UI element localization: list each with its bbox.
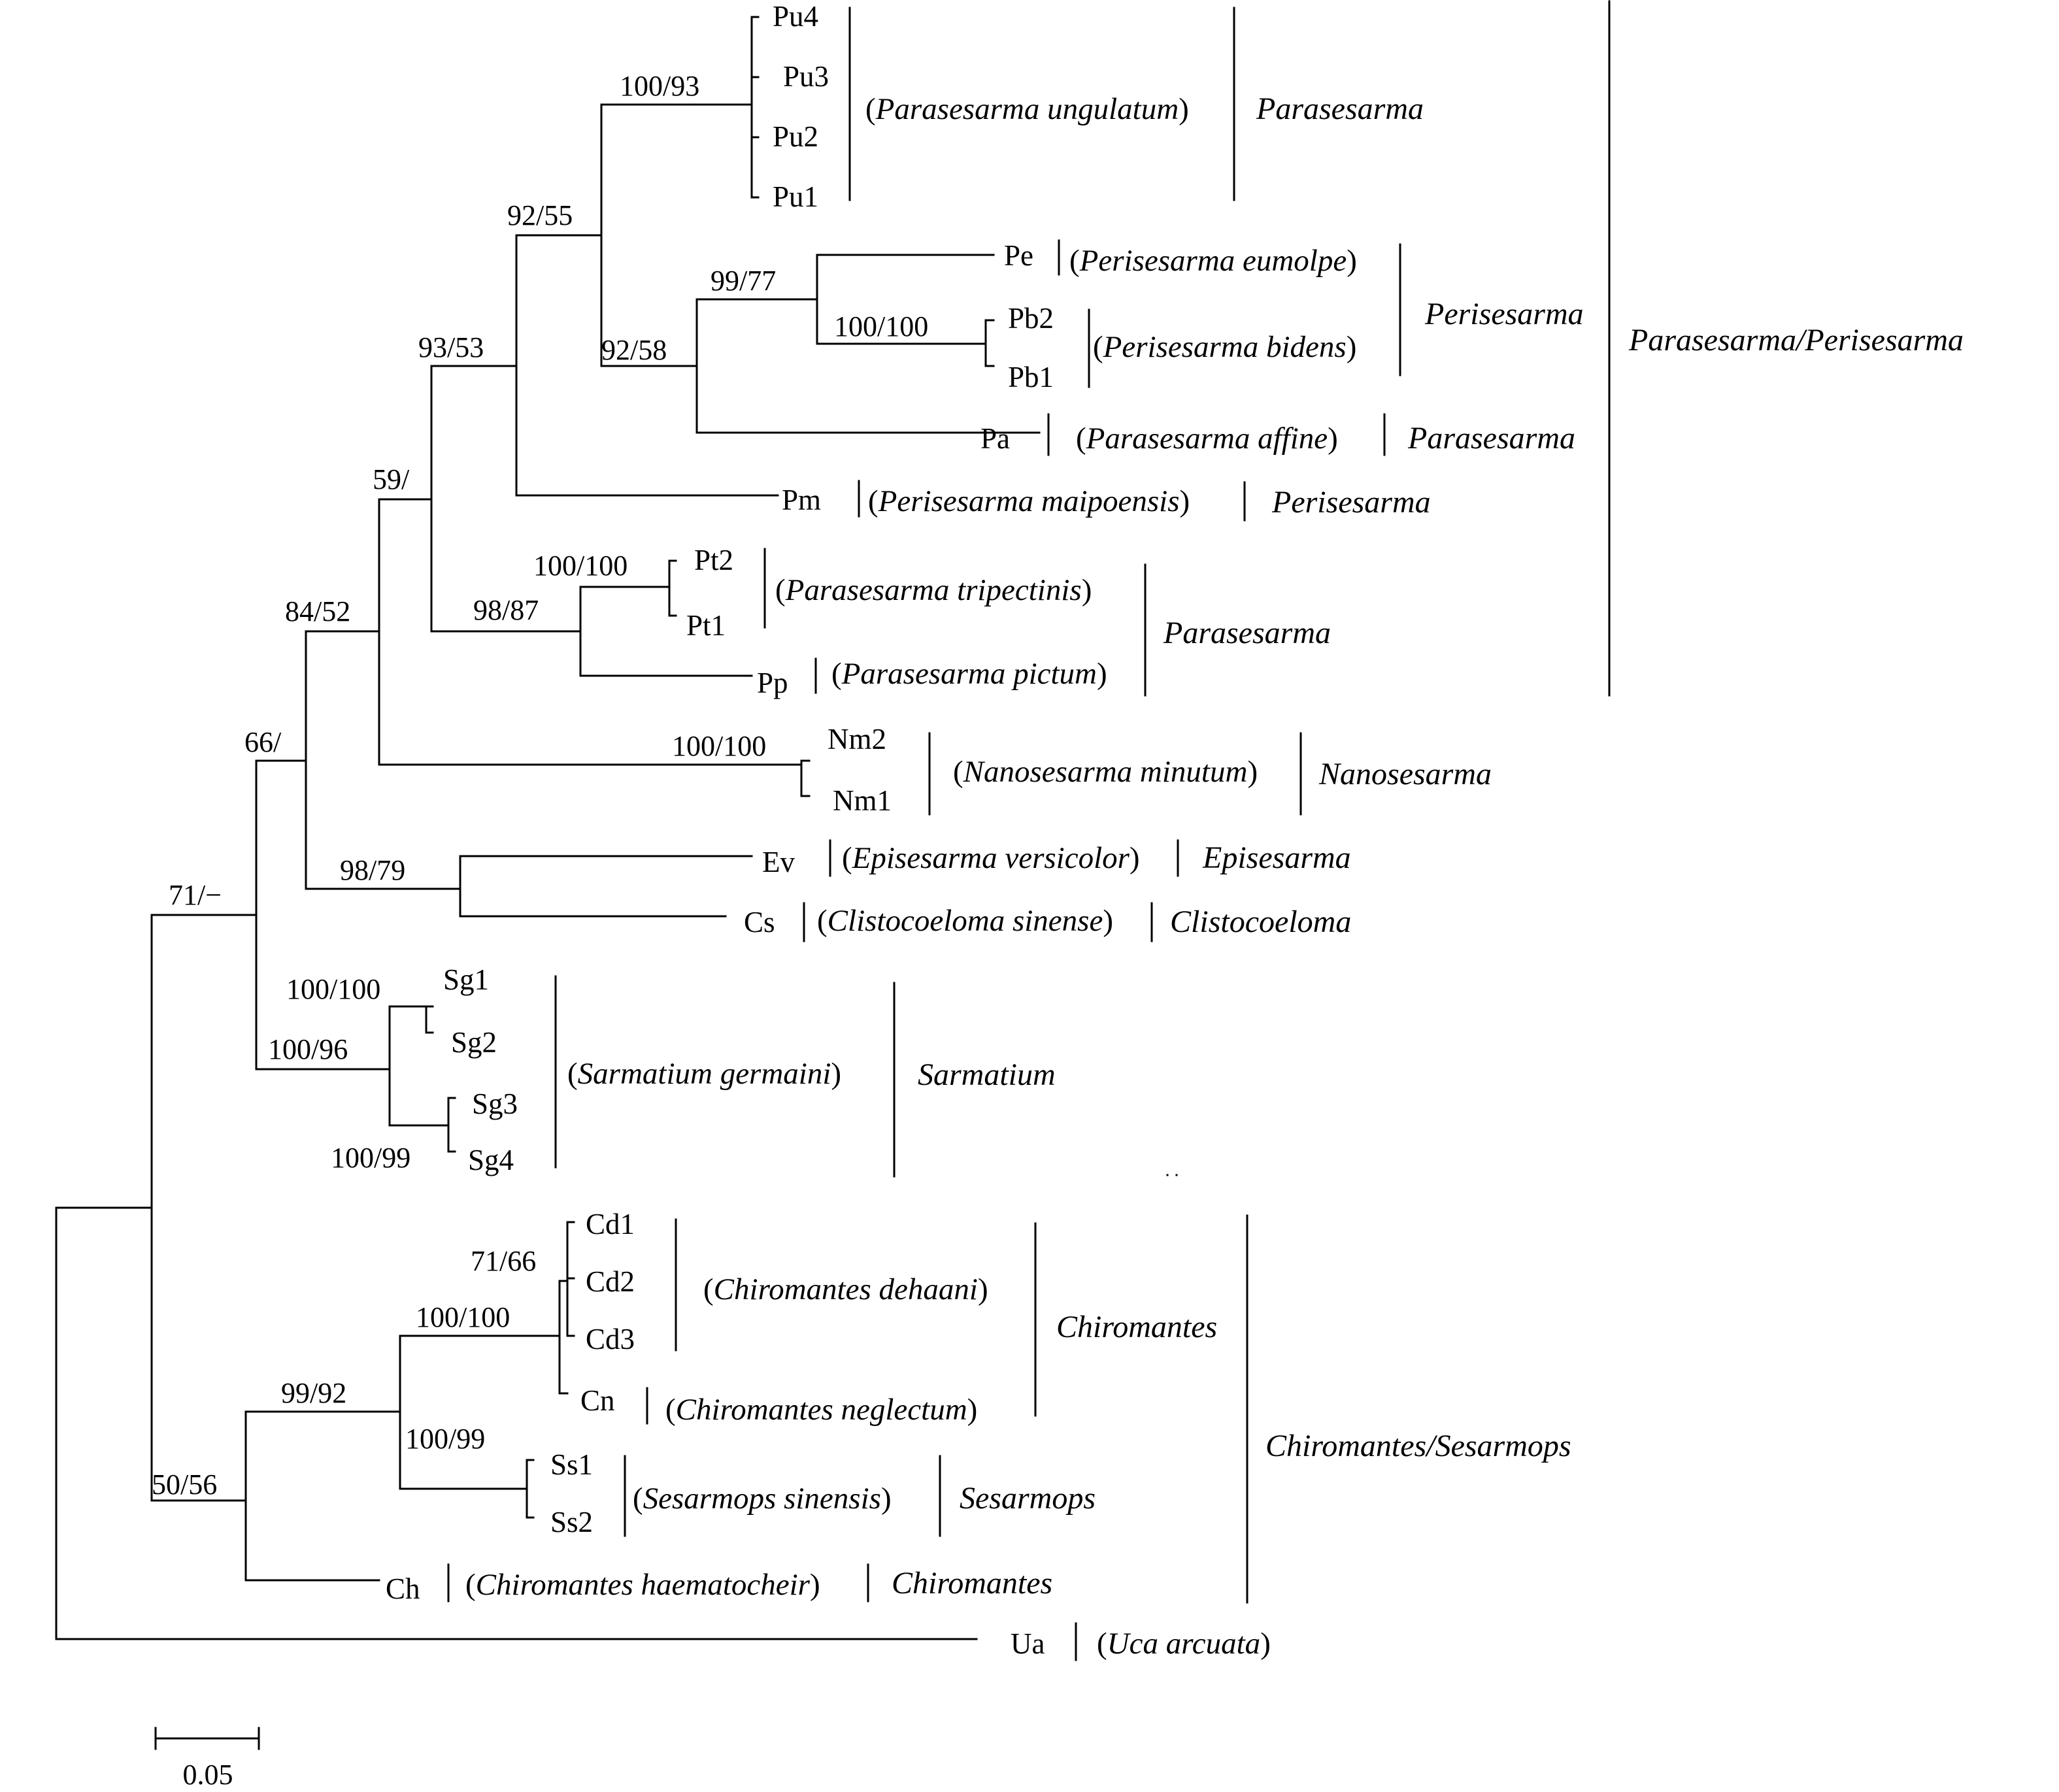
genus-label: Episesarma bbox=[1202, 840, 1351, 875]
support-value: 100/100 bbox=[672, 730, 766, 762]
taxon-label-pm: Pm bbox=[782, 484, 821, 516]
species-name: (Parasesarma pictum) bbox=[831, 657, 1107, 691]
taxon-label-pb2: Pb2 bbox=[1008, 302, 1054, 335]
tree-branches bbox=[55, 0, 1611, 1750]
support-value: 99/77 bbox=[711, 265, 776, 297]
species-name: (Chiromantes haematocheir) bbox=[465, 1568, 820, 1602]
taxon-label-pu1: Pu1 bbox=[773, 180, 818, 213]
support-value: 93/53 bbox=[418, 331, 484, 363]
genus-label: Parasesarma bbox=[1163, 616, 1331, 650]
taxon-label-sg2: Sg2 bbox=[451, 1026, 497, 1059]
support-value: 100/100 bbox=[416, 1301, 510, 1333]
taxon-label-pt2: Pt2 bbox=[694, 544, 733, 576]
species-name: (Perisesarma maipoensis) bbox=[868, 484, 1190, 518]
taxon-label-sg3: Sg3 bbox=[472, 1087, 518, 1120]
genus-label: Parasesarma bbox=[1256, 91, 1424, 126]
species-name: (Parasesarma ungulatum) bbox=[865, 92, 1189, 126]
species-name: (Perisesarma eumolpe) bbox=[1069, 244, 1357, 278]
support-value: 100/96 bbox=[268, 1033, 348, 1065]
taxon-label-pu3: Pu3 bbox=[783, 60, 829, 93]
support-value: 84/52 bbox=[285, 595, 350, 627]
taxon-label-pe: Pe bbox=[1004, 239, 1033, 272]
taxon-label-cd3: Cd3 bbox=[586, 1323, 635, 1355]
taxon-label-ss1: Ss1 bbox=[550, 1448, 593, 1481]
support-value: 71/66 bbox=[471, 1245, 536, 1277]
genus-label: Sarmatium bbox=[918, 1057, 1056, 1092]
genus-label: Sesarmops bbox=[960, 1481, 1096, 1516]
species-name: (Sarmatium germaini) bbox=[567, 1057, 841, 1091]
taxon-label-sg1: Sg1 bbox=[443, 963, 489, 996]
support-value: 98/79 bbox=[340, 854, 405, 886]
taxon-label-pp: Pp bbox=[757, 667, 788, 699]
taxon-label-cn: Cn bbox=[580, 1384, 615, 1417]
support-value: 50/56 bbox=[152, 1468, 217, 1501]
taxon-label-pa: Pa bbox=[980, 422, 1010, 455]
support-value: 71/− bbox=[169, 879, 222, 911]
species-name: (Nanosesarma minutum) bbox=[953, 755, 1258, 789]
clade-label: Chiromantes/Sesarmops bbox=[1265, 1429, 1571, 1463]
species-name: (Episesarma versicolor) bbox=[842, 841, 1140, 875]
support-value: 100/100 bbox=[533, 550, 628, 582]
taxon-label-sg4: Sg4 bbox=[468, 1144, 514, 1176]
support-value: 100/99 bbox=[331, 1142, 410, 1174]
genus-label: Nanosesarma bbox=[1318, 757, 1492, 791]
support-value: 100/100 bbox=[286, 973, 380, 1005]
support-value: 99/92 bbox=[281, 1377, 346, 1409]
scale-bar-label: 0.05 bbox=[183, 1759, 233, 1791]
support-value: 98/87 bbox=[473, 594, 539, 626]
support-value: 100/100 bbox=[834, 310, 928, 342]
taxon-label-pu4: Pu4 bbox=[773, 0, 818, 33]
taxon-label-ev: Ev bbox=[762, 846, 795, 878]
support-value: 92/58 bbox=[601, 334, 667, 366]
taxon-label-ss2: Ss2 bbox=[550, 1506, 593, 1538]
genus-label: Clistocoeloma bbox=[1170, 904, 1351, 939]
taxon-label-nm1: Nm1 bbox=[833, 784, 892, 817]
taxon-label-cs: Cs bbox=[744, 906, 775, 938]
clade-label: Parasesarma/Perisesarma bbox=[1628, 323, 1964, 357]
species-name: (Chiromantes dehaani) bbox=[703, 1272, 988, 1306]
taxon-label-pt1: Pt1 bbox=[686, 609, 726, 642]
support-value: 66/ bbox=[244, 726, 282, 758]
support-value: 92/55 bbox=[507, 199, 573, 231]
support-value: 59/ bbox=[373, 463, 410, 495]
genus-label: Chiromantes bbox=[892, 1566, 1052, 1601]
taxon-label-pb1: Pb1 bbox=[1008, 361, 1054, 393]
genus-label: Parasesarma bbox=[1407, 421, 1575, 456]
species-name: (Clistocoeloma sinense) bbox=[817, 904, 1113, 938]
taxon-label-ua: Ua bbox=[1011, 1627, 1045, 1660]
genus-label: Perisesarma bbox=[1424, 297, 1584, 331]
species-name: (Uca arcuata) bbox=[1097, 1627, 1271, 1661]
species-name: (Parasesarma tripectinis) bbox=[775, 573, 1092, 607]
genus-label: Perisesarma bbox=[1271, 485, 1431, 520]
species-name: (Parasesarma affine) bbox=[1076, 422, 1338, 456]
tree-labels: Pu4Pu3Pu2Pu1100/93Pb2Pb1Pe99/77100/100Pa… bbox=[152, 0, 1964, 1791]
support-value: 100/93 bbox=[620, 70, 699, 102]
species-name: (Sesarmops sinensis) bbox=[633, 1482, 892, 1516]
support-value: 100/99 bbox=[405, 1423, 485, 1455]
taxon-label-ch: Ch bbox=[386, 1572, 420, 1605]
taxon-label-cd2: Cd2 bbox=[586, 1265, 635, 1298]
genus-label: Chiromantes bbox=[1056, 1310, 1217, 1344]
species-name: (Chiromantes neglectum) bbox=[665, 1393, 977, 1427]
taxon-label-pu2: Pu2 bbox=[773, 120, 818, 153]
taxon-label-nm2: Nm2 bbox=[828, 723, 886, 755]
species-name: (Perisesarma bidens) bbox=[1093, 330, 1356, 364]
taxon-label-cd1: Cd1 bbox=[586, 1208, 635, 1240]
